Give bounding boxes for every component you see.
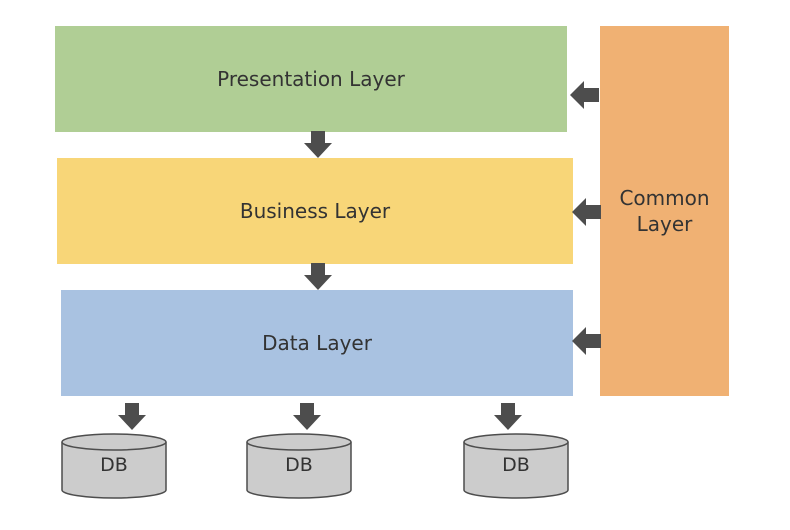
presentation-layer-box: Presentation Layer (55, 26, 567, 132)
database-3-label: DB (502, 454, 530, 476)
database-cylinder-icon (463, 433, 569, 499)
arrow-business-to-data-icon (304, 263, 332, 290)
database-cylinder-icon (61, 433, 167, 499)
arrow-data-to-db-3-icon (494, 403, 522, 430)
arrow-data-to-db-2-icon (293, 403, 321, 430)
common-layer-box: Common Layer (600, 26, 729, 396)
database-3: DB (463, 432, 569, 500)
data-layer-box: Data Layer (61, 290, 573, 396)
presentation-layer-label: Presentation Layer (217, 67, 405, 91)
common-layer-label: Common Layer (619, 185, 709, 237)
arrow-common-to-data-icon (572, 327, 601, 355)
common-layer-label-line1: Common (619, 186, 710, 210)
business-layer-box: Business Layer (57, 158, 573, 264)
database-cylinder-icon (246, 433, 352, 499)
business-layer-label: Business Layer (239, 199, 391, 223)
common-layer-label-line2: Layer (636, 212, 693, 236)
data-layer-label: Data Layer (262, 331, 372, 355)
arrow-presentation-to-business-icon (304, 131, 332, 158)
database-2: DB (246, 432, 352, 500)
database-1-label: DB (100, 454, 128, 476)
arrow-common-to-presentation-icon (570, 81, 599, 109)
arrow-common-to-business-icon (572, 198, 601, 226)
database-2-label: DB (285, 454, 313, 476)
arrow-data-to-db-1-icon (118, 403, 146, 430)
database-1: DB (61, 432, 167, 500)
